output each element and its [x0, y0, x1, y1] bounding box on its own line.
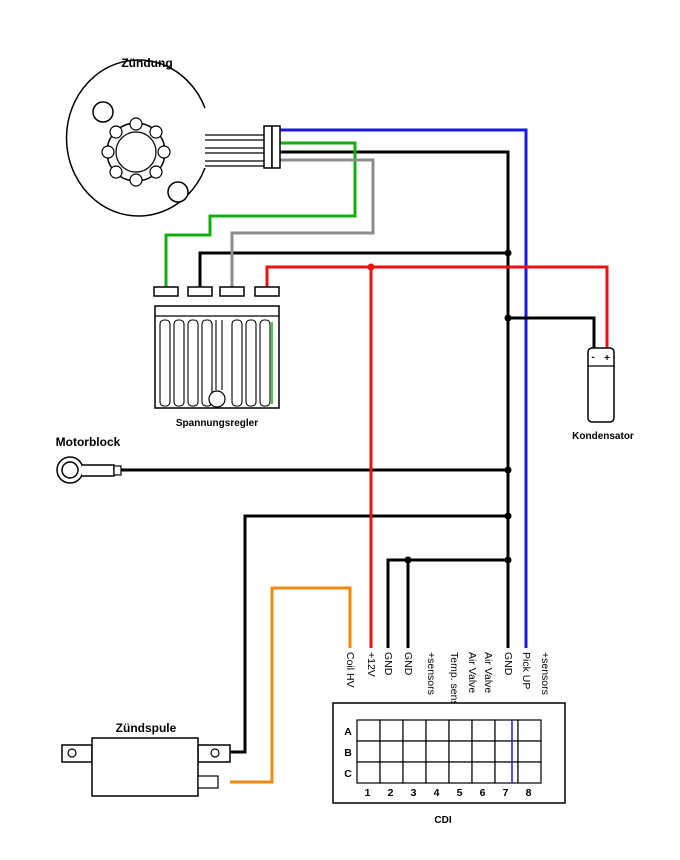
cdi-col-labels: 1 2 3 4 5 6 7 8 [365, 787, 532, 799]
junction-dot [367, 263, 375, 271]
wire-gray [230, 158, 375, 287]
cdi-socket [471, 761, 496, 784]
cdi-socket [517, 740, 542, 763]
cdi-col-label: 5 [457, 787, 463, 799]
cdi-socket [448, 761, 473, 784]
cdi-socket [356, 761, 381, 784]
regulator-fin [245, 319, 257, 407]
cdi-pin-label: GND [382, 652, 394, 676]
cdi-row-labels: ABC [344, 726, 352, 780]
voltage-regulator [153, 286, 280, 409]
cdi-pin-label: GND [502, 652, 514, 676]
cdi-row-label: A [344, 726, 352, 738]
cdi-socket [379, 761, 404, 784]
cdi-col-label: 7 [503, 787, 509, 799]
cdi-socket [402, 719, 427, 742]
cdi-socket [425, 761, 450, 784]
label-spannungsregler: Spannungsregler [176, 418, 258, 429]
regulator-fin [259, 319, 271, 407]
regulator-fin [215, 320, 223, 390]
cdi-socket [356, 719, 381, 742]
wire-orange [230, 586, 352, 784]
wire-red [265, 265, 609, 348]
cdi-pin-label: Air Valve [466, 652, 478, 693]
capacitor-minus-label: - [591, 352, 594, 363]
cdi-col-label: 8 [526, 787, 532, 799]
cdi-connector-grid [356, 719, 542, 784]
regulator-fin [187, 319, 199, 407]
cdi-socket [471, 740, 496, 763]
cdi-socket [402, 761, 427, 784]
cdi-socket [494, 761, 519, 784]
cdi-row-label: C [344, 768, 352, 780]
cdi-col-label: 4 [434, 787, 440, 799]
cdi-socket [494, 740, 519, 763]
wire-black-gnd-pins [386, 558, 508, 648]
junction-dot [504, 512, 512, 520]
cdi-pin-label: Temp. sens. [448, 652, 460, 709]
cdi-col-label: 6 [480, 787, 486, 799]
wire-blue-pickup [280, 128, 528, 648]
cdi-socket [471, 719, 496, 742]
cdi-row-label: B [344, 747, 352, 759]
cdi-socket [448, 719, 473, 742]
cdi-pin-label: +sensors [539, 652, 551, 695]
cdi-socket [379, 740, 404, 763]
cdi-pin-label: GND [402, 652, 414, 676]
cdi-pin-label: +sensors [425, 652, 437, 695]
cdi-socket [517, 761, 542, 784]
motorblock-ground-lug [56, 456, 122, 484]
junction-dot [504, 249, 512, 257]
cdi-col-label: 3 [411, 787, 417, 799]
cdi-col-label: 1 [365, 787, 371, 799]
cdi-socket [494, 719, 519, 742]
cdi-pin-label: Coil HV [344, 652, 356, 688]
regulator-fin [231, 319, 243, 407]
cdi-socket [517, 719, 542, 742]
cdi-pin-label: Air Valve [482, 652, 494, 693]
label-zuendspule: Zündspule [116, 721, 177, 735]
junction-dot [504, 556, 512, 564]
wire-black-bus [280, 150, 510, 648]
label-cdi: CDI [434, 815, 451, 826]
cdi-socket [448, 740, 473, 763]
wire-black-regulator [198, 251, 508, 287]
wire-green [164, 141, 357, 287]
capacitor-plus-label: + [604, 353, 610, 364]
cdi-col-label: 2 [388, 787, 394, 799]
wire-black-coil [230, 514, 508, 754]
label-kondensator: Kondensator [572, 431, 634, 442]
ignition-connector [263, 125, 281, 169]
cdi-socket [425, 740, 450, 763]
junction-dot [504, 466, 512, 474]
cdi-socket [425, 719, 450, 742]
cdi-socket [356, 740, 381, 763]
ignition-stator [65, 59, 264, 217]
wire-black-capacitor [508, 316, 596, 348]
cdi-socket [379, 719, 404, 742]
cdi-pin-label: +12V [365, 652, 377, 677]
regulator-fin [159, 319, 171, 407]
capacitor [587, 347, 615, 423]
label-motorblock: Motorblock [56, 435, 121, 449]
regulator-fin [201, 319, 213, 407]
cdi-pin-label: Pick UP [520, 652, 532, 689]
cdi-socket [402, 740, 427, 763]
ignition-coil [61, 737, 231, 797]
junction-dot [504, 314, 512, 322]
label-zuendung: Zündung [121, 56, 172, 70]
regulator-fin [173, 319, 185, 407]
cdi-pin-labels: Coil HV +12V GND GND +sensors Temp. sens. Air … [344, 652, 551, 709]
junction-dot [404, 556, 412, 564]
